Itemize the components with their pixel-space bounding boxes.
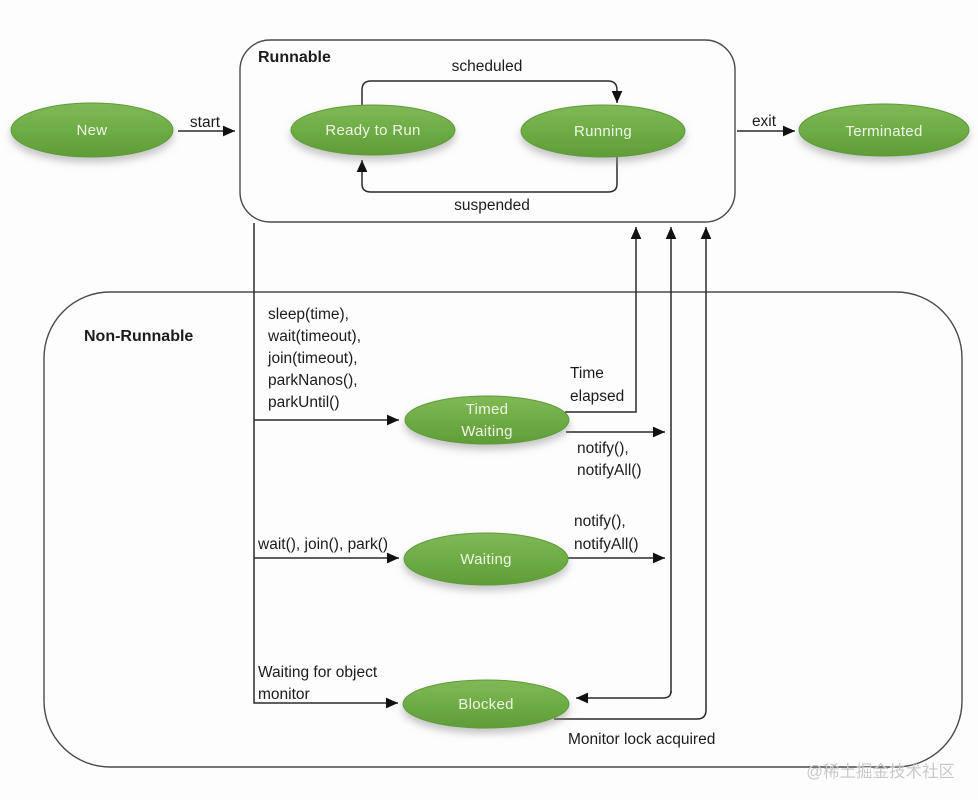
state-blocked-label: Blocked xyxy=(458,696,513,713)
label-sleep-line-4: parkNanos(), xyxy=(268,372,358,389)
runnable-title: Runnable xyxy=(258,49,331,66)
state-timed-waiting-ellipse xyxy=(404,395,570,445)
label-wait-join-park: wait(), join(), park() xyxy=(257,536,388,553)
state-new-ellipse xyxy=(10,102,174,158)
state-ready-label: Ready to Run xyxy=(325,122,420,139)
state-terminated: Terminated xyxy=(798,103,970,157)
label-notify-waiting-1: notify(), xyxy=(574,513,626,530)
state-nodes: New Ready to Run Running Terminated Time… xyxy=(10,102,970,729)
state-timed-waiting-label-1: Timed xyxy=(466,401,509,418)
state-timed-waiting: Timed Waiting xyxy=(404,395,570,445)
edge-time-elapsed xyxy=(565,227,642,413)
label-notify-waiting-2: notifyAll() xyxy=(574,536,639,553)
label-time-elapsed-2: elapsed xyxy=(570,388,624,405)
label-object-monitor-1: Waiting for object xyxy=(258,664,378,681)
non-runnable-title: Non-Runnable xyxy=(84,328,193,345)
state-blocked-ellipse xyxy=(402,679,570,729)
state-ready-ellipse xyxy=(290,104,456,156)
edge-monitor-acquired xyxy=(554,227,712,720)
label-sleep-line-3: join(timeout), xyxy=(267,350,358,367)
state-terminated-label: Terminated xyxy=(845,123,922,140)
label-start: start xyxy=(190,114,221,131)
runnable-container xyxy=(239,39,736,223)
state-running-ellipse xyxy=(520,104,686,158)
edge-labels: start scheduled suspended exit sleep(tim… xyxy=(190,58,777,748)
state-running: Running xyxy=(520,104,686,158)
state-waiting-label: Waiting xyxy=(460,551,512,568)
label-scheduled: scheduled xyxy=(452,58,523,75)
edge-notify-bus-to-blocked xyxy=(576,690,672,704)
label-monitor-acquired: Monitor lock acquired xyxy=(568,731,715,748)
state-timed-waiting-label-2: Waiting xyxy=(461,423,513,440)
state-waiting: Waiting xyxy=(403,532,569,586)
state-new-label: New xyxy=(77,122,108,139)
state-ready-to-run: Ready to Run xyxy=(290,104,456,156)
non-runnable-container xyxy=(43,291,963,768)
label-suspended: suspended xyxy=(454,197,530,214)
label-sleep-line-1: sleep(time), xyxy=(268,306,349,323)
state-new: New xyxy=(10,102,174,158)
label-time-elapsed-1: Time xyxy=(570,365,604,382)
edge-suspended xyxy=(356,157,618,193)
edge-spine-to-blocked xyxy=(253,223,398,709)
label-sleep-line-2: wait(timeout), xyxy=(267,328,361,345)
state-terminated-ellipse xyxy=(798,103,970,157)
label-sleep-line-5: parkUntil() xyxy=(268,394,339,411)
edge-scheduled xyxy=(361,80,623,106)
label-object-monitor-2: monitor xyxy=(258,686,310,703)
state-blocked: Blocked xyxy=(402,679,570,729)
state-waiting-ellipse xyxy=(403,532,569,586)
label-notify-timed-1: notify(), xyxy=(577,440,629,457)
transition-edges xyxy=(178,80,795,720)
label-exit: exit xyxy=(752,113,777,130)
state-running-label: Running xyxy=(574,123,632,140)
label-notify-timed-2: notifyAll() xyxy=(577,462,642,479)
watermark: @稀土掘金技术社区 xyxy=(806,762,955,781)
